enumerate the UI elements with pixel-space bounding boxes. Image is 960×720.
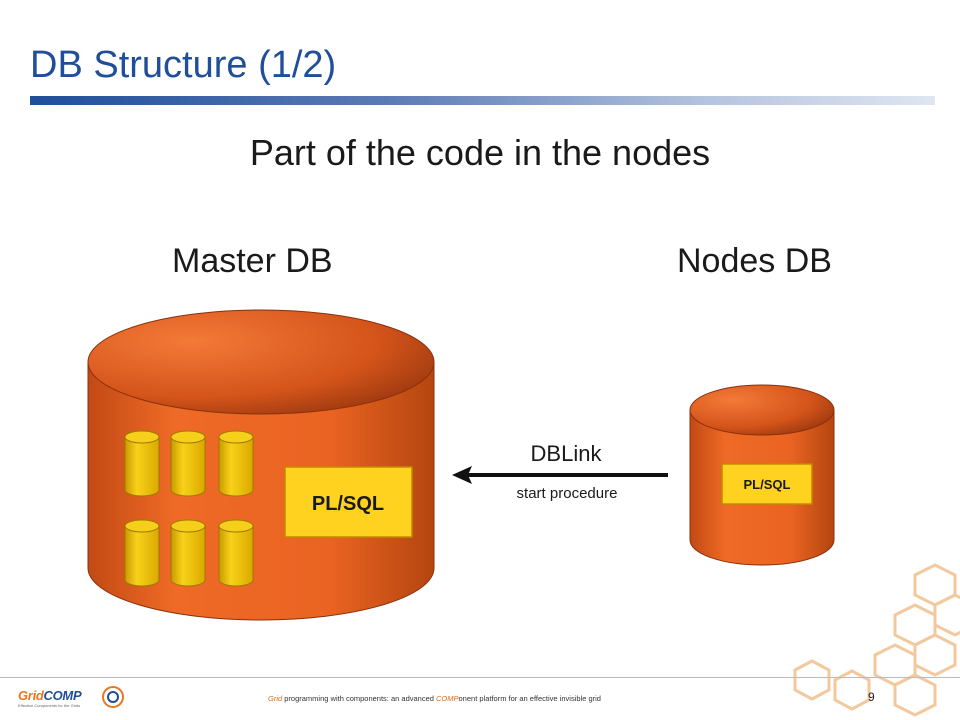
dblink-arrow bbox=[452, 466, 668, 484]
page-number: 9 bbox=[868, 690, 875, 704]
gridcomp-logo: GridCOMP Effective Components for the Gr… bbox=[18, 682, 126, 712]
mini-db-cylinder bbox=[124, 519, 160, 587]
master-db-label: Master DB bbox=[172, 242, 333, 280]
nodes-db-cylinder bbox=[689, 384, 835, 566]
nodes-plsql-label: PL/SQL bbox=[744, 477, 791, 492]
mini-db-cylinder bbox=[218, 430, 254, 497]
master-plsql-box bbox=[284, 466, 413, 538]
mini-db-cylinder bbox=[170, 519, 206, 587]
title-underline-bar bbox=[30, 96, 935, 105]
nodes-db-label: Nodes DB bbox=[677, 242, 832, 280]
footer-tagline: Grid programming with components: an adv… bbox=[268, 694, 601, 703]
nodes-plsql-box bbox=[721, 463, 813, 505]
slide-title: DB Structure (1/2) bbox=[30, 44, 337, 86]
mini-db-cylinder bbox=[124, 430, 160, 497]
dblink-label: DBLink bbox=[531, 441, 603, 466]
slide-subtitle: Part of the code in the nodes bbox=[249, 132, 711, 173]
start-procedure-label: start procedure bbox=[517, 485, 618, 502]
master-plsql-label: PL/SQL bbox=[312, 493, 384, 515]
footer-divider bbox=[0, 677, 960, 678]
logo-emblem-icon bbox=[102, 686, 124, 708]
mini-db-cylinder bbox=[218, 519, 254, 587]
mini-db-cylinder bbox=[170, 430, 206, 497]
hexagon-decoration bbox=[793, 563, 960, 717]
